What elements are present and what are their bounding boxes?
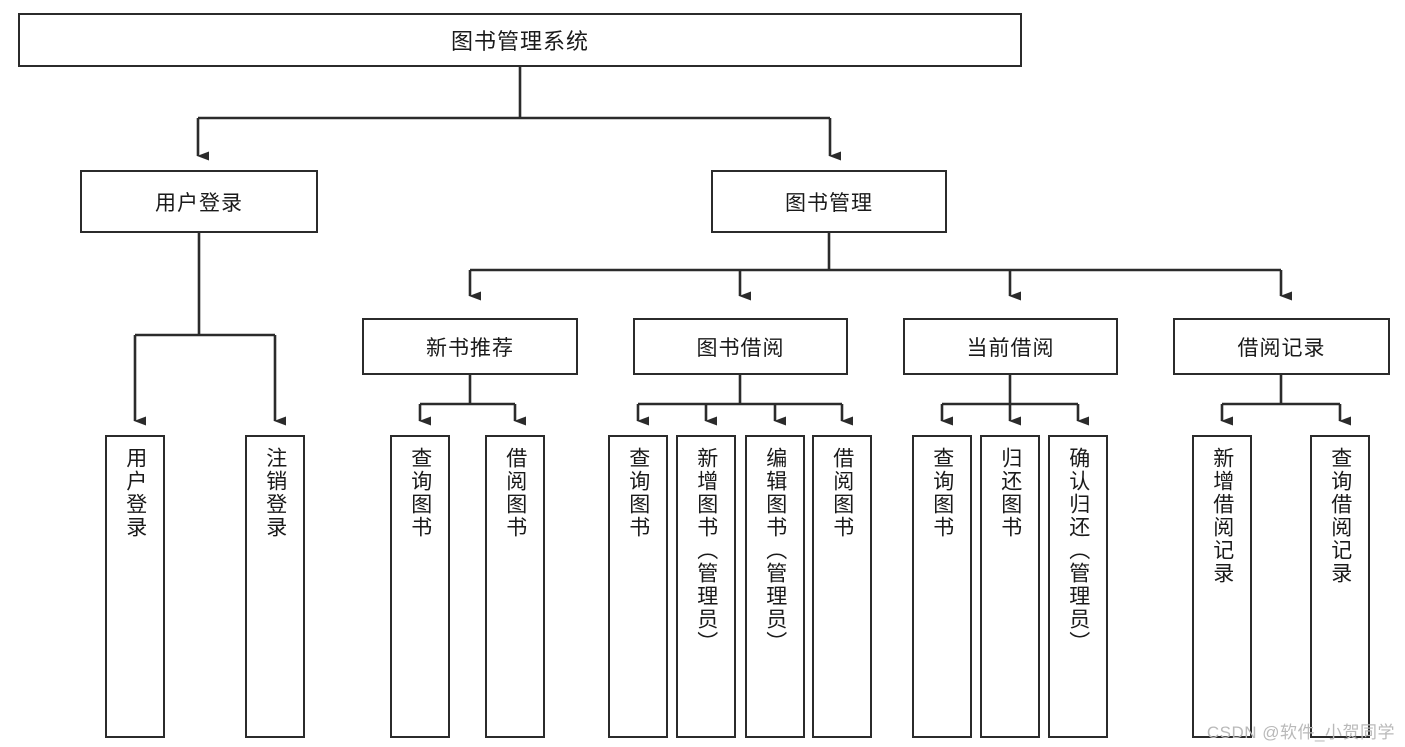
node-label: 借阅图书 — [830, 447, 854, 539]
node-label: 借阅记录 — [1237, 336, 1326, 360]
node-user-login[interactable]: 用户登录 — [80, 170, 318, 233]
node-book-borrow[interactable]: 图书借阅 — [633, 318, 848, 375]
node-label: 查询借阅记录 — [1328, 447, 1352, 585]
node-label: 当前借阅 — [966, 336, 1055, 360]
leaf-new-book-borrow-book[interactable]: 借阅图书 — [485, 435, 545, 738]
node-label: 确认归还（管理员） — [1066, 447, 1090, 654]
node-label: 用户登录 — [155, 191, 243, 215]
leaf-current-borrow-confirm-return-admin[interactable]: 确认归还（管理员） — [1048, 435, 1108, 738]
leaf-current-borrow-query-book[interactable]: 查询图书 — [912, 435, 972, 738]
node-label: 编辑图书（管理员） — [763, 447, 787, 654]
node-label: 新增图书（管理员） — [694, 447, 718, 654]
leaf-book-borrow-add-book-admin[interactable]: 新增图书（管理员） — [676, 435, 736, 738]
leaf-book-borrow-borrow-book[interactable]: 借阅图书 — [812, 435, 872, 738]
node-new-book-recommend[interactable]: 新书推荐 — [362, 318, 578, 375]
node-label: 查询图书 — [930, 447, 954, 539]
node-label: 新增借阅记录 — [1210, 447, 1234, 585]
node-label: 新书推荐 — [426, 336, 514, 360]
node-label: 用户登录 — [123, 447, 147, 539]
node-label: 借阅图书 — [503, 447, 527, 539]
leaf-new-book-query-book[interactable]: 查询图书 — [390, 435, 450, 738]
node-label: 注销登录 — [263, 447, 287, 539]
leaf-user-login-login[interactable]: 用户登录 — [105, 435, 165, 738]
node-book-management[interactable]: 图书管理 — [711, 170, 947, 233]
node-label: 查询图书 — [626, 447, 650, 539]
node-label: 图书借阅 — [696, 336, 785, 360]
leaf-book-borrow-query-book[interactable]: 查询图书 — [608, 435, 668, 738]
leaf-borrow-record-add-record[interactable]: 新增借阅记录 — [1192, 435, 1252, 738]
node-current-borrow[interactable]: 当前借阅 — [903, 318, 1118, 375]
leaf-book-borrow-edit-book-admin[interactable]: 编辑图书（管理员） — [745, 435, 805, 738]
node-borrow-record[interactable]: 借阅记录 — [1173, 318, 1390, 375]
node-label: 图书管理 — [785, 191, 873, 215]
leaf-current-borrow-return-book[interactable]: 归还图书 — [980, 435, 1040, 738]
node-root-system[interactable]: 图书管理系统 — [18, 13, 1022, 67]
node-label: 查询图书 — [408, 447, 432, 539]
leaf-user-login-logout[interactable]: 注销登录 — [245, 435, 305, 738]
leaf-borrow-record-query-record[interactable]: 查询借阅记录 — [1310, 435, 1370, 738]
node-label: 归还图书 — [998, 447, 1022, 539]
node-label: 图书管理系统 — [450, 29, 589, 54]
